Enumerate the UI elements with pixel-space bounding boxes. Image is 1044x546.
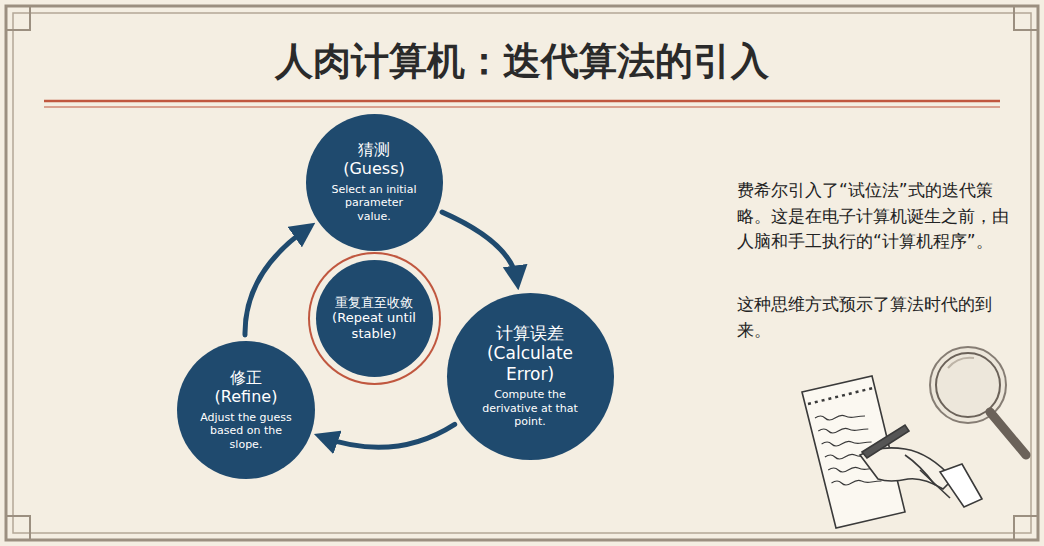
circle-content: 计算误差 (Calculate Error)Compute the deriva…	[473, 323, 588, 429]
side-note: 费希尔引入了“试位法”式的迭代策略。这是在电子计算机诞生之前，由人脑和手工执行的…	[737, 178, 1017, 255]
cycle-arrow	[245, 228, 308, 335]
outer-frame	[6, 6, 1038, 540]
circle-content: 重复直至收敛 (Repeat until stable)	[326, 295, 422, 342]
center-circle: 重复直至收敛 (Repeat until stable)	[316, 260, 433, 377]
page-title: 人肉计算机：迭代算法的引入	[0, 36, 1044, 87]
magnifier-illustration	[930, 347, 1026, 455]
step-description: Select an initial parameter value.	[327, 183, 422, 224]
side-note: 这种思维方式预示了算法时代的到来。	[737, 292, 1017, 343]
step-circle: 猜测 (Guess) Select an initial parameter va…	[306, 114, 443, 251]
inner-frame	[13, 13, 1031, 533]
step-circle: 计算误差 (Calculate Error)Compute the deriva…	[447, 293, 614, 460]
step-heading: 重复直至收敛 (Repeat until stable)	[326, 295, 422, 342]
title-rule	[44, 107, 1000, 108]
cycle-arrow	[322, 424, 454, 447]
notepad-illustration	[802, 376, 982, 528]
circle-content: 猜测 (Guess) Select an initial parameter va…	[327, 140, 422, 224]
circle-content: 修正 (Refine) Adjust the guess based on the…	[198, 368, 294, 452]
cycle-arrow	[442, 212, 517, 281]
step-heading: 计算误差 (Calculate Error)	[478, 323, 582, 384]
step-description: Adjust the guess based on the slope.	[198, 411, 294, 452]
title-rule	[44, 100, 1000, 103]
step-heading: 猜测 (Guess)	[334, 140, 414, 178]
step-description: Compute the derivative at that point.	[473, 388, 588, 429]
step-heading: 修正 (Refine)	[206, 368, 286, 406]
corner-ornament	[6, 6, 1038, 540]
step-circle: 修正 (Refine) Adjust the guess based on the…	[177, 341, 315, 479]
